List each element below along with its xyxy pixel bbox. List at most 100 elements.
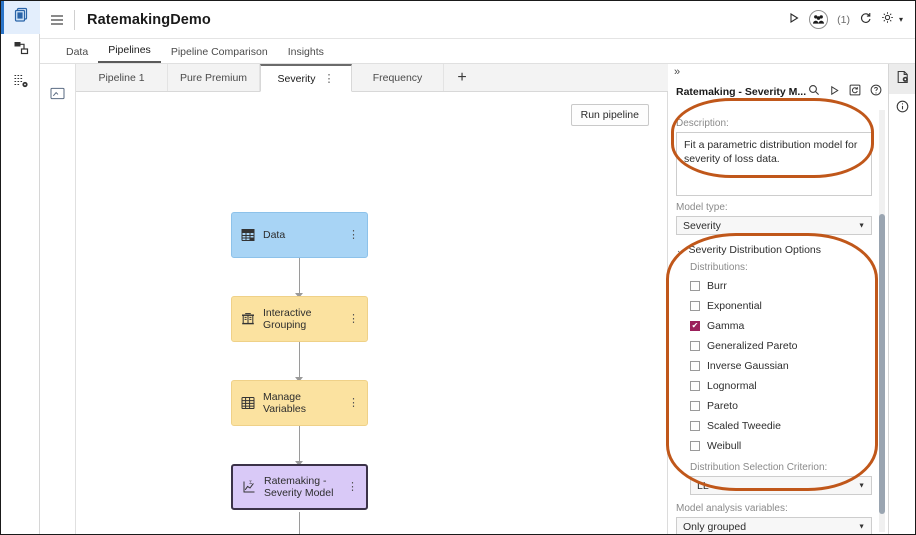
panel-expand-icon[interactable]: » [668,64,888,80]
node-flow-icon [13,40,29,61]
panel-header: Ratemaking - Severity M... [668,80,888,104]
pipeline-node-manage-variables[interactable]: Manage Variables ⋮ [231,380,368,426]
rail-item-data-settings[interactable] [1,67,40,100]
description-label: Description: [676,118,872,129]
chevron-down-icon: ▼ [858,482,865,489]
checkbox-box[interactable] [690,301,700,311]
rail-item-pipelines[interactable] [1,34,40,67]
pipeline-tab-label: Pipeline 1 [98,72,144,84]
page-title: RatemakingDemo [87,12,211,28]
play-run-icon[interactable] [788,11,800,29]
grouping-bins-icon [240,311,256,327]
tab-data[interactable]: Data [56,46,98,63]
checkbox-gamma[interactable]: Gamma [690,316,872,335]
pipeline-node-label: Data [263,229,342,242]
reset-restore-icon[interactable] [849,83,861,101]
grid-variables-icon [240,395,256,411]
pipeline-node-ratemaking-severity-model[interactable]: Σ Ratemaking - Severity Model ⋮ [231,464,368,510]
checkbox-pareto[interactable]: Pareto [690,396,872,415]
checkbox-box[interactable] [690,401,700,411]
analysis-variables-label: Model analysis variables: [676,503,872,514]
checkbox-box[interactable] [690,441,700,451]
chevron-down-icon: ⌄ [676,245,684,256]
checkbox-lognormal[interactable]: Lognormal [690,376,872,395]
criterion-value: LL [697,480,709,492]
analysis-variables-value: Only grouped [683,521,746,533]
tab-pipelines[interactable]: Pipelines [98,44,161,63]
pipeline-node-data[interactable]: Data ⋮ [231,212,368,258]
pipeline-tab-severity[interactable]: Severity ⋮ [260,64,352,92]
panel-body: Description: Fit a parametric distributi… [668,106,882,534]
checkbox-generalized-pareto[interactable]: Generalized Pareto [690,336,872,355]
pipeline-tab-kebab-icon[interactable]: ⋮ [323,72,334,85]
svg-text:Σ: Σ [249,481,252,486]
description-textarea[interactable]: Fit a parametric distribution model for … [676,132,872,196]
data-list-gear-icon [13,73,29,94]
tab-pipeline-comparison[interactable]: Pipeline Comparison [161,46,278,63]
pipeline-node-interactive-grouping[interactable]: Interactive Grouping ⋮ [231,296,368,342]
canvas-gutter [40,64,76,534]
pipeline-node-label: Ratemaking - Severity Model [264,475,341,500]
checkbox-box[interactable] [690,381,700,391]
pipeline-node-kebab-icon[interactable]: ⋮ [342,313,359,326]
properties-panel: » Ratemaking - Severity M... [668,64,888,534]
edge-grouping-to-manage [299,342,300,380]
pipeline-node-label: Manage Variables [263,391,342,416]
pipeline-tab-label: Pure Premium [180,72,247,84]
checkbox-label: Generalized Pareto [707,340,797,352]
strip-item-node-properties[interactable] [889,64,916,94]
checkbox-box[interactable] [690,421,700,431]
edge-model-to-comparison [299,512,300,534]
chevron-down-icon: ▼ [858,222,865,229]
severity-distribution-options-section[interactable]: ⌄ Severity Distribution Options [676,244,872,256]
tab-insights[interactable]: Insights [278,46,334,63]
add-pipeline-tab-button[interactable]: + [444,64,480,91]
checkbox-burr[interactable]: Burr [690,276,872,295]
checkbox-label: Scaled Tweedie [707,420,781,432]
expand-panel-icon[interactable] [50,86,66,100]
panel-scrollbar-thumb[interactable] [879,214,885,514]
checkbox-exponential[interactable]: Exponential [690,296,872,315]
help-question-icon[interactable] [870,83,882,101]
pipeline-tab-bar: Pipeline 1 Pure Premium Severity ⋮ Frequ… [76,64,668,92]
pipeline-tab-pipeline-1[interactable]: Pipeline 1 [76,64,168,91]
strip-item-information[interactable] [889,94,916,124]
pipeline-tab-label: Frequency [373,72,423,84]
run-node-icon[interactable] [829,83,840,101]
pipeline-node-kebab-icon[interactable]: ⋮ [341,481,358,494]
pipeline-node-kebab-icon[interactable]: ⋮ [342,229,359,242]
pipeline-tab-pure-premium[interactable]: Pure Premium [168,64,260,91]
checkbox-box[interactable] [690,321,700,331]
model-type-select[interactable]: Severity ▼ [676,216,872,235]
checkbox-box[interactable] [690,341,700,351]
pipeline-tab-label: Severity [278,73,316,85]
search-icon[interactable] [808,83,820,101]
analysis-variables-select[interactable]: Only grouped ▼ [676,517,872,534]
collaborators-count: (1) [837,14,850,26]
settings-caret-icon[interactable]: ▾ [899,15,903,24]
title-bar-actions: (1) ▾ [788,10,915,29]
people-group-icon[interactable] [809,10,828,29]
hamburger-menu-icon[interactable] [40,1,74,39]
table-data-icon [240,227,256,243]
chevron-down-icon: ▼ [858,523,865,530]
primary-tab-bar: Data Pipelines Pipeline Comparison Insig… [40,39,915,64]
pipeline-tab-frequency[interactable]: Frequency [352,64,444,91]
criterion-label: Distribution Selection Criterion: [690,462,872,473]
pipeline-node-kebab-icon[interactable]: ⋮ [342,397,359,410]
distributions-group: Distributions: Burr Exponential Gamma Ge… [676,262,872,495]
gear-settings-icon[interactable] [881,11,894,29]
rail-item-projects[interactable] [1,1,40,34]
checkbox-box[interactable] [690,281,700,291]
criterion-select[interactable]: LL ▼ [690,476,872,495]
checkbox-scaled-tweedie[interactable]: Scaled Tweedie [690,416,872,435]
refresh-sync-icon[interactable] [859,11,872,29]
checkbox-weibull[interactable]: Weibull [690,436,872,455]
panel-scrollbar[interactable] [879,110,885,532]
model-type-value: Severity [683,220,721,232]
checkbox-box[interactable] [690,361,700,371]
pipeline-canvas[interactable]: Run pipeline Data ⋮ [76,92,668,534]
run-pipeline-button[interactable]: Run pipeline [571,104,649,126]
checkbox-inverse-gaussian[interactable]: Inverse Gaussian [690,356,872,375]
